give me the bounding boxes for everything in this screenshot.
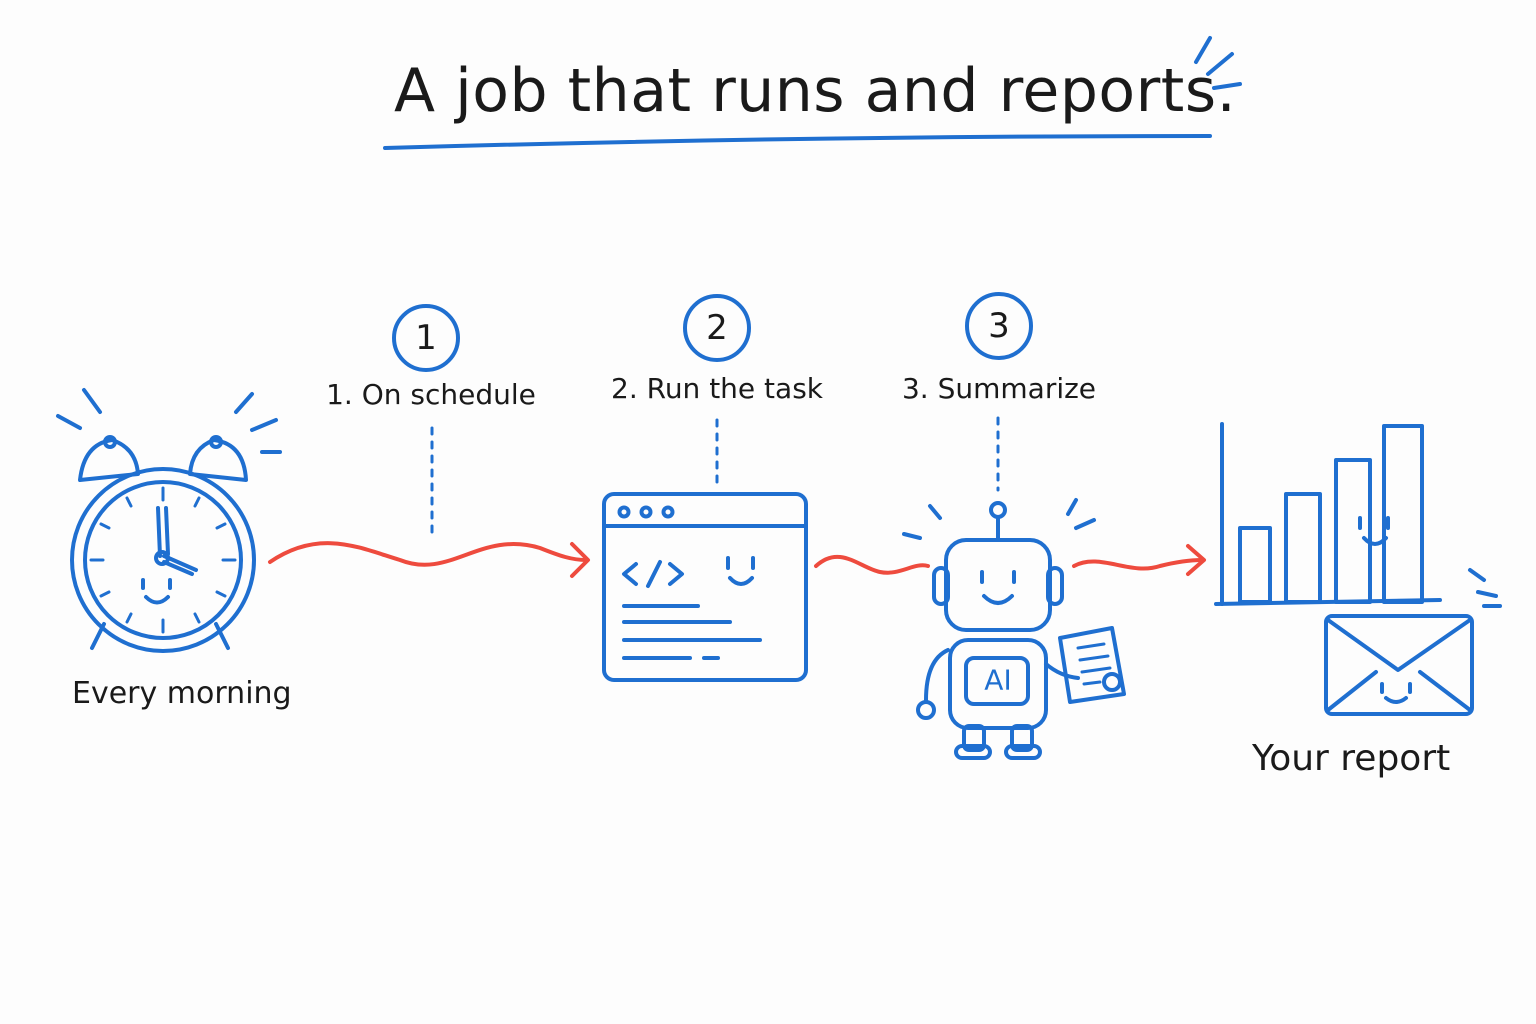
- ai-robot-icon: [902, 498, 1126, 760]
- dotted-connectors: [430, 416, 1000, 534]
- alarm-clock-icon: [56, 388, 282, 653]
- step-2-number: 2: [706, 308, 728, 348]
- bar-chart-icon: [1214, 422, 1442, 606]
- code-window-icon: [602, 492, 808, 682]
- title-underline: [383, 134, 1212, 150]
- step-2-label: 2. Run the task: [611, 372, 823, 405]
- step-2-circle: [683, 294, 751, 362]
- end-label: Your report: [1252, 738, 1451, 779]
- title-sparkle-icon: [1194, 36, 1242, 90]
- arrow-task-to-robot: [814, 554, 930, 575]
- start-label: Every morning: [72, 676, 292, 711]
- step-3-number: 3: [988, 306, 1010, 346]
- page-title: A job that runs and reports.: [394, 56, 1237, 126]
- envelope-icon: [1324, 568, 1502, 716]
- step-1-label: 1. On schedule: [326, 378, 536, 411]
- step-3-circle: [965, 292, 1033, 360]
- arrow-schedule-to-task: [268, 541, 590, 578]
- robot-badge-label: AI: [984, 663, 1012, 697]
- arrow-robot-to-report: [1072, 544, 1206, 576]
- step-1-circle: [392, 304, 460, 372]
- step-3-label: 3. Summarize: [901, 372, 1097, 405]
- step-1-number: 1: [415, 318, 437, 358]
